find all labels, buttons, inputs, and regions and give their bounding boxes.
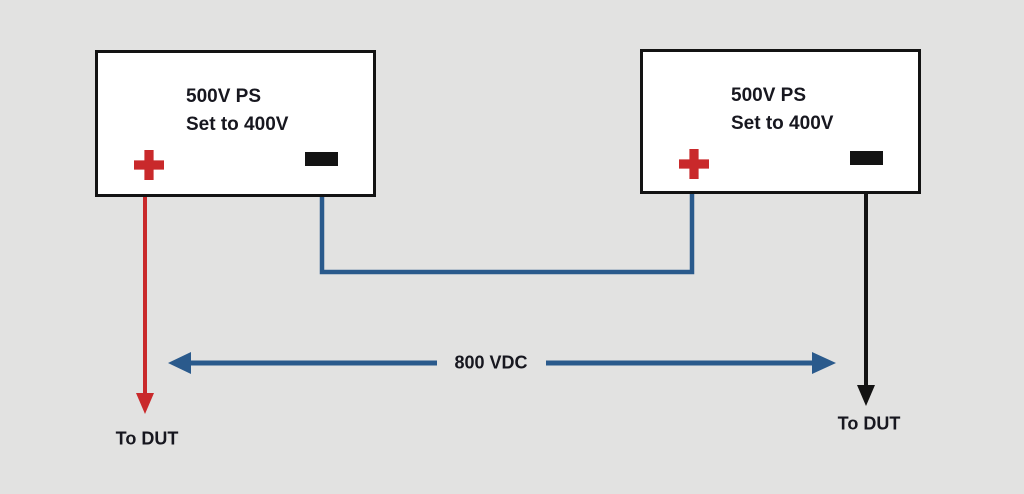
series-connection-wire bbox=[319, 190, 695, 275]
to-dut-label-right: To DUT bbox=[837, 413, 901, 434]
positive-output-arrowhead-icon bbox=[136, 393, 154, 414]
power-supply-box-left: 500V PS Set to 400V bbox=[95, 50, 376, 197]
power-supply-box-right: 500V PS Set to 400V bbox=[640, 49, 921, 194]
to-dut-label-left: To DUT bbox=[115, 428, 179, 449]
negative-terminal-icon bbox=[305, 152, 338, 166]
power-supply-label-right: 500V PS Set to 400V bbox=[731, 82, 833, 138]
power-supply-rating-left: 500V PS bbox=[186, 86, 261, 107]
voltage-span-arrowhead-right-icon bbox=[812, 352, 836, 374]
power-supply-setting-left: Set to 400V bbox=[186, 114, 289, 135]
positive-terminal-icon bbox=[679, 149, 709, 179]
power-supply-label-left: 500V PS Set to 400V bbox=[186, 83, 288, 139]
power-supply-setting-right: Set to 400V bbox=[731, 113, 834, 134]
negative-terminal-icon bbox=[850, 151, 883, 165]
positive-terminal-icon bbox=[134, 150, 164, 180]
negative-output-arrowhead-icon bbox=[857, 385, 875, 406]
power-supply-rating-right: 500V PS bbox=[731, 85, 806, 106]
bus-voltage-label: 800 VDC bbox=[454, 352, 528, 373]
voltage-span-arrowhead-left-icon bbox=[168, 352, 191, 374]
